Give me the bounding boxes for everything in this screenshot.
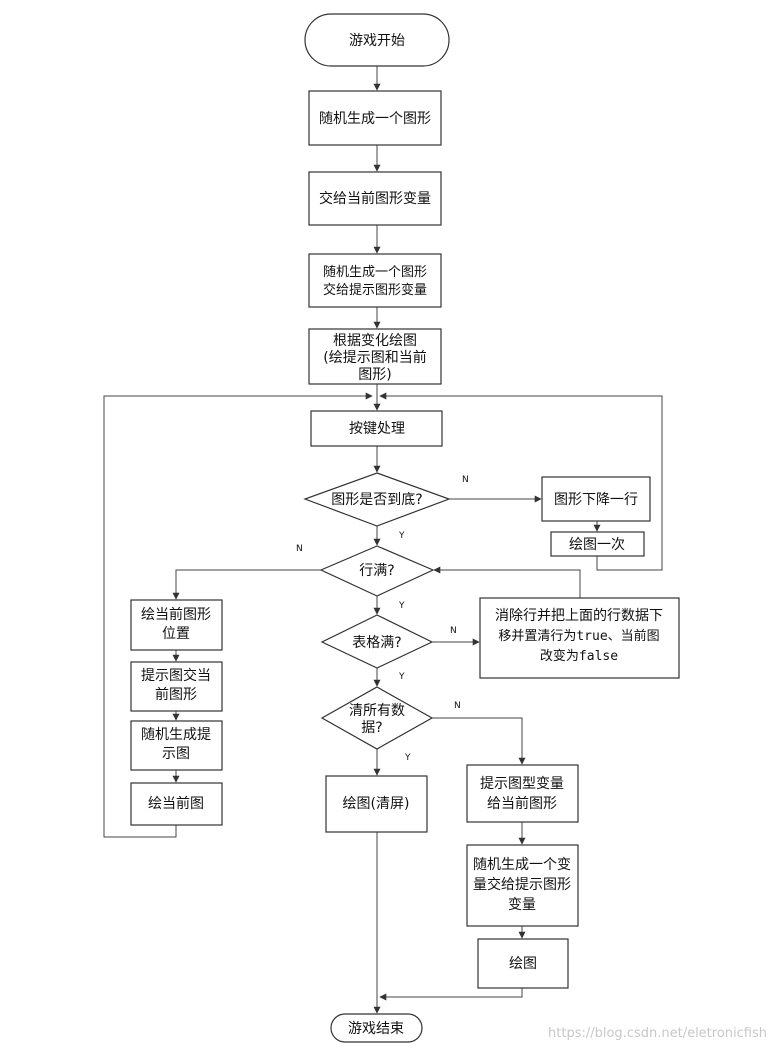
clear-row-label-1: 消除行并把上面的行数据下 (495, 608, 663, 624)
key-node: 按键处理 (310, 410, 443, 447)
paint-cur-label: 绘当前图 (148, 795, 204, 812)
clear-all-decision: 清所有数 据? (320, 686, 434, 750)
key-label: 按键处理 (349, 421, 405, 437)
draw-node: 根据变化绘图 (绘提示图和当前 图形) (308, 328, 442, 385)
clear-all-no-label: N (454, 701, 461, 711)
table-full-label: 表格满? (352, 635, 401, 651)
paint-cur-node: 绘当前图 (130, 782, 223, 826)
draw-clear-node: 绘图(清屏) (325, 775, 428, 833)
drop-node: 图形下降一行 (541, 476, 651, 522)
gen-hint-b-label-2: 示图 (162, 746, 190, 762)
paint-pos-label-2: 位置 (162, 626, 190, 642)
paint-pos-label-1: 绘当前图形 (141, 606, 211, 623)
end-label: 游戏结束 (348, 1021, 404, 1037)
edge-drawonce-loop (379, 392, 663, 571)
gen-var-label-3: 变量 (508, 897, 536, 913)
edge-paintcur-loop (103, 392, 373, 838)
clear-row-label-2: 移并置清行为true、当前图 (498, 628, 659, 644)
clear-all-label-1: 清所有数 (349, 703, 405, 719)
to-current-node: 交给当前图形变量 (308, 171, 442, 226)
gen-hint-label-1: 随机生成一个图形 (323, 265, 427, 280)
edge-clearall-hinttype (432, 717, 526, 765)
bottom-decision: 图形是否到底? (303, 472, 451, 527)
gen-hint-b-node: 随机生成提 示图 (130, 720, 223, 771)
gen-var-label-1: 随机生成一个变 (473, 857, 571, 873)
to-current-label: 交给当前图形变量 (319, 190, 431, 207)
bottom-yes-label: Y (398, 531, 405, 541)
draw-final-label: 绘图 (509, 956, 537, 972)
clear-all-yes-label: Y (404, 753, 411, 763)
gen-hint-label-2: 交给提示图形变量 (323, 282, 427, 298)
draw-label-2: (绘提示图和当前 (323, 349, 426, 366)
row-full-label: 行满? (359, 563, 394, 579)
edge-row-paintpos (172, 569, 321, 600)
hint-cur-label-1: 提示图交当 (141, 667, 211, 684)
draw-once-label: 绘图一次 (569, 537, 625, 553)
gen-hint-b-label-1: 随机生成提 (141, 727, 211, 743)
draw-final-node: 绘图 (477, 938, 569, 989)
paint-pos-node: 绘当前图形 位置 (130, 599, 223, 651)
hint-type-label-1: 提示图型变量 (480, 776, 564, 792)
end-node: 游戏结束 (330, 1013, 423, 1043)
drop-label: 图形下降一行 (554, 492, 638, 508)
hint-cur-label-2: 前图形 (155, 686, 197, 703)
row-full-decision: 行满? (319, 545, 435, 597)
row-no-label: N (296, 544, 303, 554)
gen-shape-label: 随机生成一个图形 (319, 111, 431, 127)
clear-row-label-3: 改变为false (540, 648, 618, 664)
hint-cur-node: 提示图交当 前图形 (130, 661, 223, 712)
clear-row-node: 消除行并把上面的行数据下 移并置清行为true、当前图 改变为false (479, 597, 680, 679)
gen-var-label-2: 量交给提示图形 (473, 876, 571, 893)
draw-label-3: 图形) (358, 367, 391, 383)
row-yes-label: Y (398, 601, 405, 611)
watermark-text: https://blog.csdn.net/eletronicfish (548, 1026, 767, 1041)
edge-drawfinal-merge (379, 988, 523, 1001)
clear-all-label-2: 据? (361, 720, 382, 736)
draw-label-1: 根据变化绘图 (333, 333, 417, 349)
draw-clear-label: 绘图(清屏) (343, 796, 410, 812)
start-label: 游戏开始 (349, 33, 405, 49)
table-full-decision: 表格满? (320, 614, 434, 669)
draw-once-node: 绘图一次 (550, 531, 645, 557)
gen-var-node: 随机生成一个变 量交给提示图形 变量 (466, 844, 579, 927)
bottom-no-label: N (462, 475, 469, 485)
table-yes-label: Y (398, 672, 405, 682)
table-no-label: N (450, 626, 457, 636)
hint-type-node: 提示图型变量 给当前图形 (466, 764, 579, 823)
gen-hint-node: 随机生成一个图形 交给提示图形变量 (308, 253, 442, 308)
hint-type-label-2: 给当前图形 (487, 795, 557, 812)
start-node: 游戏开始 (304, 13, 450, 67)
bottom-decision-label: 图形是否到底? (331, 492, 422, 508)
gen-shape-node: 随机生成一个图形 (308, 90, 442, 146)
